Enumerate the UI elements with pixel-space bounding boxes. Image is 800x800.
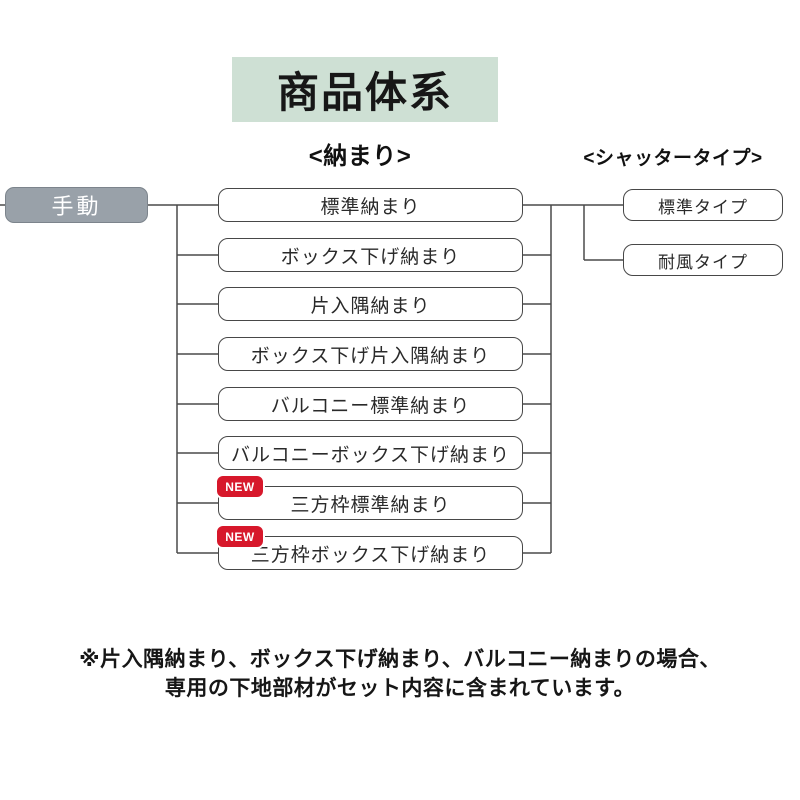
- root-node-label: 手動: [51, 194, 102, 219]
- osamari-box-5: バルコニー標準納まり: [218, 387, 523, 421]
- osamari-box-label: 三方枠標準納まり: [290, 494, 451, 516]
- osamari-box-label: 三方枠ボックス下げ納まり: [250, 544, 491, 566]
- section-heading-shutter: <シャッタータイプ>: [583, 148, 763, 169]
- osamari-box-3: 片入隅納まり: [218, 287, 523, 321]
- page-title: 商品体系: [232, 57, 498, 122]
- osamari-box-6: バルコニーボックス下げ納まり: [218, 436, 523, 470]
- osamari-box-label: ボックス下げ片入隅納まり: [250, 345, 491, 367]
- osamari-box-2: ボックス下げ納まり: [218, 238, 523, 272]
- section-heading-osamari: <納まり>: [308, 143, 412, 170]
- osamari-box-label: バルコニーボックス下げ納まり: [230, 444, 511, 466]
- osamari-box-7: 三方枠標準納まり: [218, 486, 523, 520]
- shutter-type-label: 標準タイプ: [658, 197, 748, 217]
- new-badge: NEW: [215, 524, 265, 549]
- osamari-box-label: 片入隅納まり: [310, 295, 431, 317]
- osamari-box-label: ボックス下げ納まり: [280, 246, 461, 268]
- shutter-type-box-1: 標準タイプ: [623, 189, 783, 221]
- new-badge: NEW: [215, 474, 265, 499]
- shutter-type-label: 耐風タイプ: [658, 252, 748, 272]
- shutter-type-box-2: 耐風タイプ: [623, 244, 783, 276]
- osamari-box-4: ボックス下げ片入隅納まり: [218, 337, 523, 371]
- page-title-text: 商品体系: [276, 69, 453, 116]
- osamari-box-8: 三方枠ボックス下げ納まり: [218, 536, 523, 570]
- footnote-line-2: 専用の下地部材がセット内容に含まれています。: [164, 677, 636, 701]
- footnote-line-1: ※片入隅納まり、ボックス下げ納まり、バルコニー納まりの場合、: [79, 648, 721, 671]
- footnote: ※片入隅納まり、ボックス下げ納まり、バルコニー納まりの場合、 専用の下地部材がセ…: [0, 645, 800, 704]
- root-node-manual: 手動: [5, 187, 148, 223]
- osamari-box-label: 標準納まり: [320, 196, 421, 218]
- osamari-box-label: バルコニー標準納まり: [270, 395, 471, 417]
- osamari-box-1: 標準納まり: [218, 188, 523, 222]
